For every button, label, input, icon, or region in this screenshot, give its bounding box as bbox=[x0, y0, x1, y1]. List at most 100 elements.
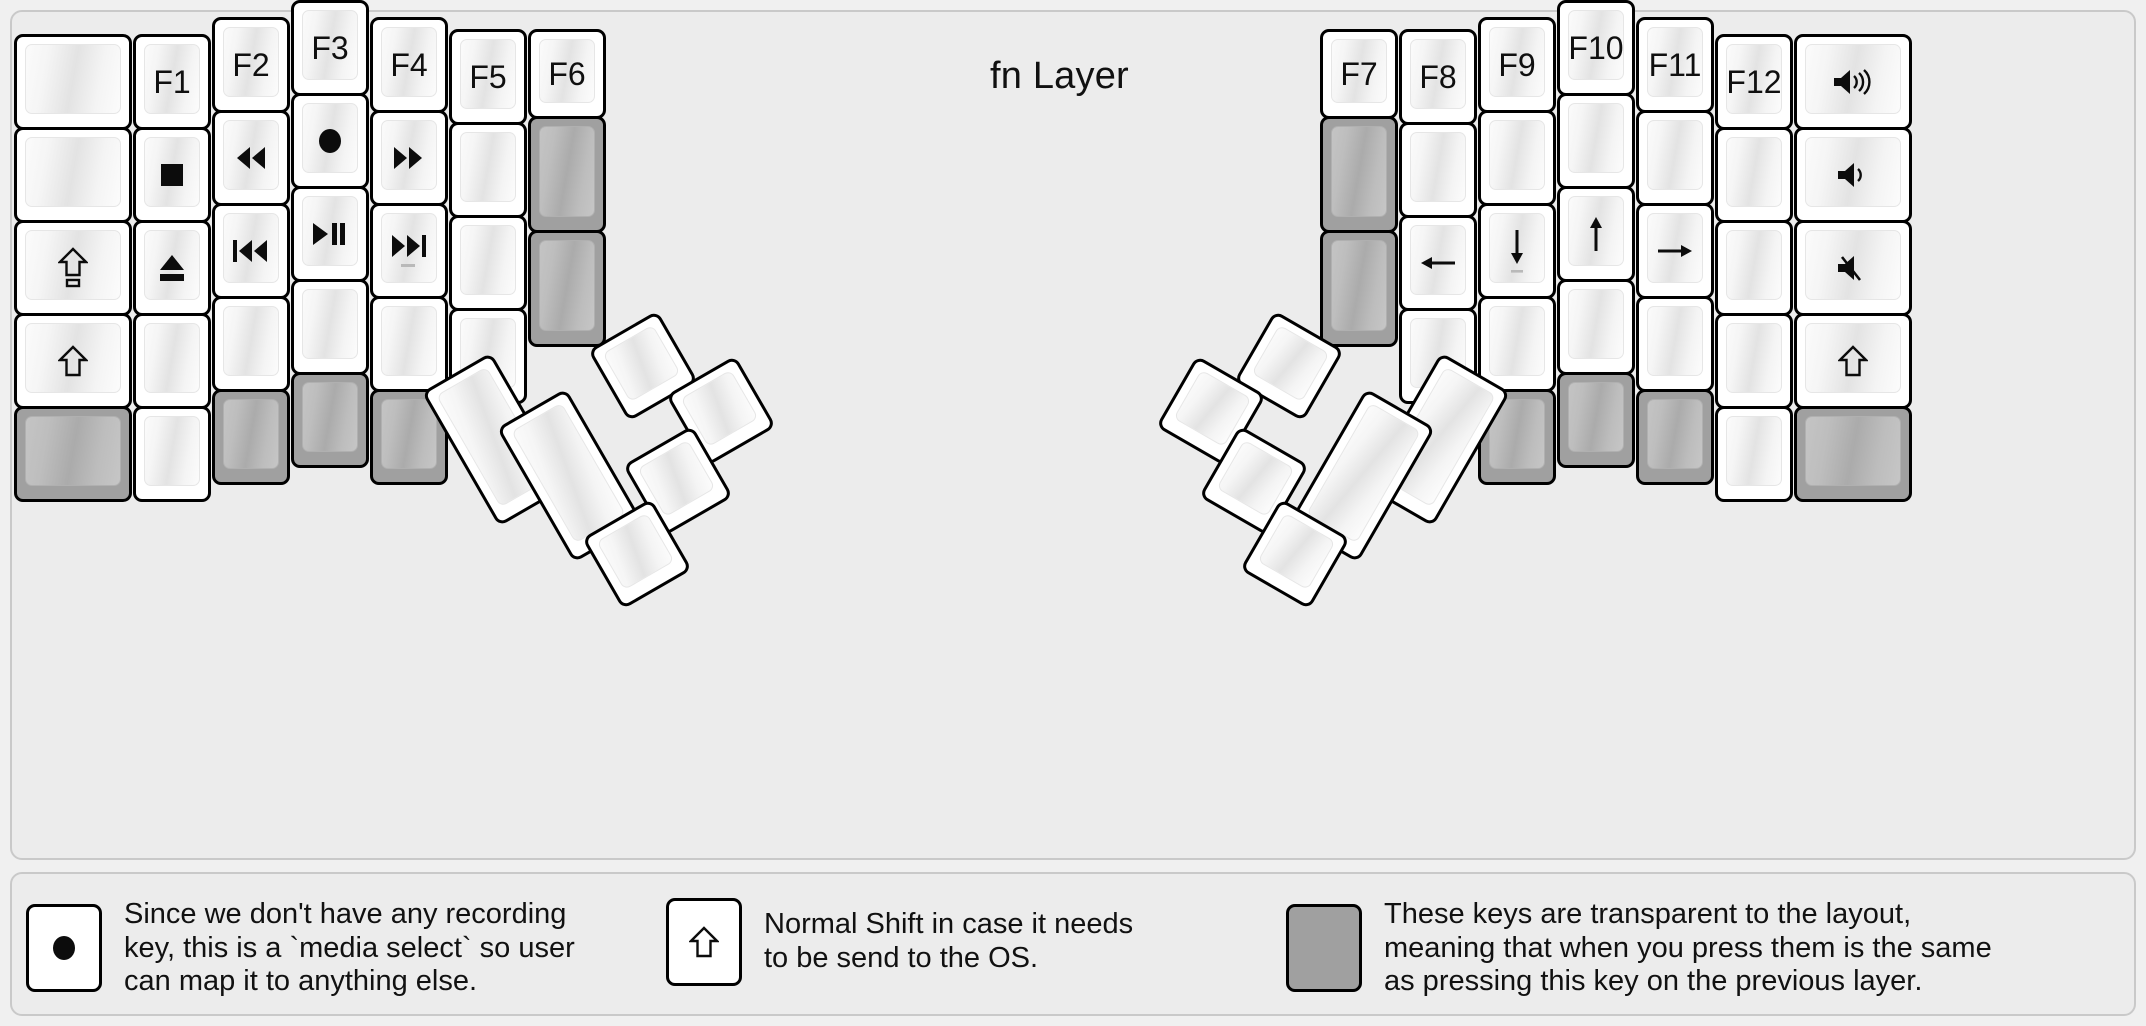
key-transparent-inner-extra-2[interactable] bbox=[528, 230, 606, 347]
index-blank-index-1[interactable] bbox=[1399, 122, 1477, 218]
key-record-middle-1[interactable] bbox=[291, 93, 369, 189]
ring-blank-ring-3[interactable] bbox=[1557, 279, 1635, 375]
key-transparent-middle-4[interactable] bbox=[291, 372, 369, 468]
rewind-icon bbox=[233, 145, 269, 171]
key-rewind-ring-1[interactable] bbox=[212, 110, 290, 206]
pinky-blank-pinky-4[interactable] bbox=[133, 406, 211, 502]
key-f1-pinky-0[interactable]: F1 bbox=[133, 34, 211, 130]
key-transparent-ring-4[interactable] bbox=[212, 389, 290, 485]
pinky-outer-blank-pinky-outer-3[interactable] bbox=[1715, 313, 1793, 409]
index-inner-blank-index-inner-1[interactable] bbox=[449, 122, 527, 218]
key-stop-pinky-1[interactable] bbox=[133, 127, 211, 223]
middle-blank-middle-1[interactable] bbox=[1478, 110, 1556, 206]
eject-icon bbox=[157, 252, 187, 284]
pinky-blank-pinky-3[interactable] bbox=[1636, 296, 1714, 392]
keycap-surface bbox=[1805, 44, 1901, 114]
key-transparent-index-inner-2[interactable] bbox=[1320, 230, 1398, 347]
key-f7-index-inner-0[interactable]: F7 bbox=[1320, 29, 1398, 119]
keycap-surface bbox=[539, 126, 595, 217]
pinky-outer-blank-pinky-outer-2[interactable] bbox=[1715, 220, 1793, 316]
pinky-blank-pinky-1[interactable] bbox=[1636, 110, 1714, 206]
key-eject-pinky-2[interactable] bbox=[133, 220, 211, 316]
key-transparent-pinky-4[interactable] bbox=[1636, 389, 1714, 485]
keycap-surface bbox=[1410, 225, 1466, 295]
keycap-surface bbox=[302, 289, 358, 359]
key-f5-index-inner-0[interactable]: F5 bbox=[449, 29, 527, 125]
keycap-surface bbox=[302, 10, 358, 80]
key-f9-middle-0[interactable]: F9 bbox=[1478, 17, 1556, 113]
keycap-surface bbox=[1647, 120, 1703, 190]
pinky-blank-pinky-3[interactable] bbox=[133, 313, 211, 409]
key-shift-outer-extra-3[interactable] bbox=[1794, 313, 1912, 409]
key-transparent-index-inner-1[interactable] bbox=[1320, 116, 1398, 233]
keycap-surface bbox=[1568, 289, 1624, 359]
key-volume-down-outer-extra-1[interactable] bbox=[1794, 127, 1912, 223]
key-arrow-up-ring-2[interactable] bbox=[1557, 186, 1635, 282]
keycap-surface bbox=[1568, 10, 1624, 80]
keycap-surface bbox=[144, 44, 200, 114]
middle-blank-middle-3[interactable] bbox=[291, 279, 369, 375]
keycap-surface bbox=[1331, 126, 1387, 217]
arrow-left-icon bbox=[1419, 250, 1457, 276]
pinky-outer-blank-pinky-outer-1[interactable] bbox=[1715, 127, 1793, 223]
legend-item-1: Normal Shift in case it needs to be send… bbox=[666, 898, 1133, 986]
key-volume-mute-outer-extra-2[interactable] bbox=[1794, 220, 1912, 316]
key-transparent-pinky-outer-4[interactable] bbox=[14, 406, 132, 502]
key-f8-index-0[interactable]: F8 bbox=[1399, 29, 1477, 125]
index-inner-blank-index-inner-2[interactable] bbox=[449, 215, 527, 311]
key-arrow-right-pinky-2[interactable] bbox=[1636, 203, 1714, 299]
keycap-surface bbox=[25, 137, 121, 207]
keycap-surface bbox=[1489, 27, 1545, 97]
middle-blank-middle-3[interactable] bbox=[1478, 296, 1556, 392]
prev-track-icon bbox=[232, 238, 270, 264]
legend-text-2: These keys are transparent to the layout… bbox=[1384, 898, 1992, 998]
keycap-surface bbox=[1726, 230, 1782, 300]
key-arrow-left-index-2[interactable] bbox=[1399, 215, 1477, 311]
keycap-surface bbox=[1647, 27, 1703, 97]
pinky-outer-blank-pinky-outer-4[interactable] bbox=[1715, 406, 1793, 502]
key-transparent-outer-extra-4[interactable] bbox=[1794, 406, 1912, 502]
keycap-surface bbox=[381, 27, 437, 97]
keycap-surface bbox=[1257, 512, 1336, 591]
keycap-surface bbox=[460, 39, 516, 109]
shift-caps-icon bbox=[58, 247, 88, 289]
key-transparent-index-4[interactable] bbox=[370, 389, 448, 485]
key-shift-caps-pinky-outer-2[interactable] bbox=[14, 220, 132, 316]
legend-sample-key-0 bbox=[26, 904, 102, 993]
keycap-surface bbox=[1251, 324, 1330, 403]
keycap-surface bbox=[1805, 416, 1901, 486]
key-f6-inner-extra-0[interactable]: F6 bbox=[528, 29, 606, 119]
volume-down-icon bbox=[1836, 160, 1870, 190]
stop-icon bbox=[157, 160, 187, 190]
key-prev-track-ring-2[interactable] bbox=[212, 203, 290, 299]
key-f2-ring-0[interactable]: F2 bbox=[212, 17, 290, 113]
keycap-surface bbox=[596, 512, 675, 591]
key-transparent-inner-extra-1[interactable] bbox=[528, 116, 606, 233]
key-shift-pinky-outer-3[interactable] bbox=[14, 313, 132, 409]
ring-blank-ring-3[interactable] bbox=[212, 296, 290, 392]
key-play-pause-middle-2[interactable] bbox=[291, 186, 369, 282]
key-f10-ring-0[interactable]: F10 bbox=[1557, 0, 1635, 96]
pinky-outer-blank-pinky-outer-0[interactable] bbox=[14, 34, 132, 130]
key-volume-up-outer-extra-0[interactable] bbox=[1794, 34, 1912, 130]
key-fast-forward-index-1[interactable] bbox=[370, 110, 448, 206]
keycap-surface bbox=[223, 120, 279, 190]
key-f12-pinky-outer-0[interactable]: F12 bbox=[1715, 34, 1793, 130]
key-transparent-ring-4[interactable] bbox=[1557, 372, 1635, 468]
index-blank-index-3[interactable] bbox=[370, 296, 448, 392]
keycap-surface bbox=[25, 323, 121, 393]
record-icon bbox=[315, 126, 345, 156]
shift-icon bbox=[1838, 344, 1868, 378]
keycap-surface bbox=[381, 306, 437, 376]
key-f11-pinky-0[interactable]: F11 bbox=[1636, 17, 1714, 113]
key-f3-middle-0[interactable]: F3 bbox=[291, 0, 369, 96]
key-next-track-index-2[interactable] bbox=[370, 203, 448, 299]
ring-blank-ring-1[interactable] bbox=[1557, 93, 1635, 189]
keycap-surface bbox=[1410, 132, 1466, 202]
pinky-outer-blank-pinky-outer-1[interactable] bbox=[14, 127, 132, 223]
fast-forward-icon bbox=[391, 145, 427, 171]
key-f4-index-0[interactable]: F4 bbox=[370, 17, 448, 113]
keycap-surface bbox=[223, 399, 279, 469]
legend-item-2: These keys are transparent to the layout… bbox=[1286, 898, 1992, 999]
key-arrow-down-middle-2[interactable] bbox=[1478, 203, 1556, 299]
